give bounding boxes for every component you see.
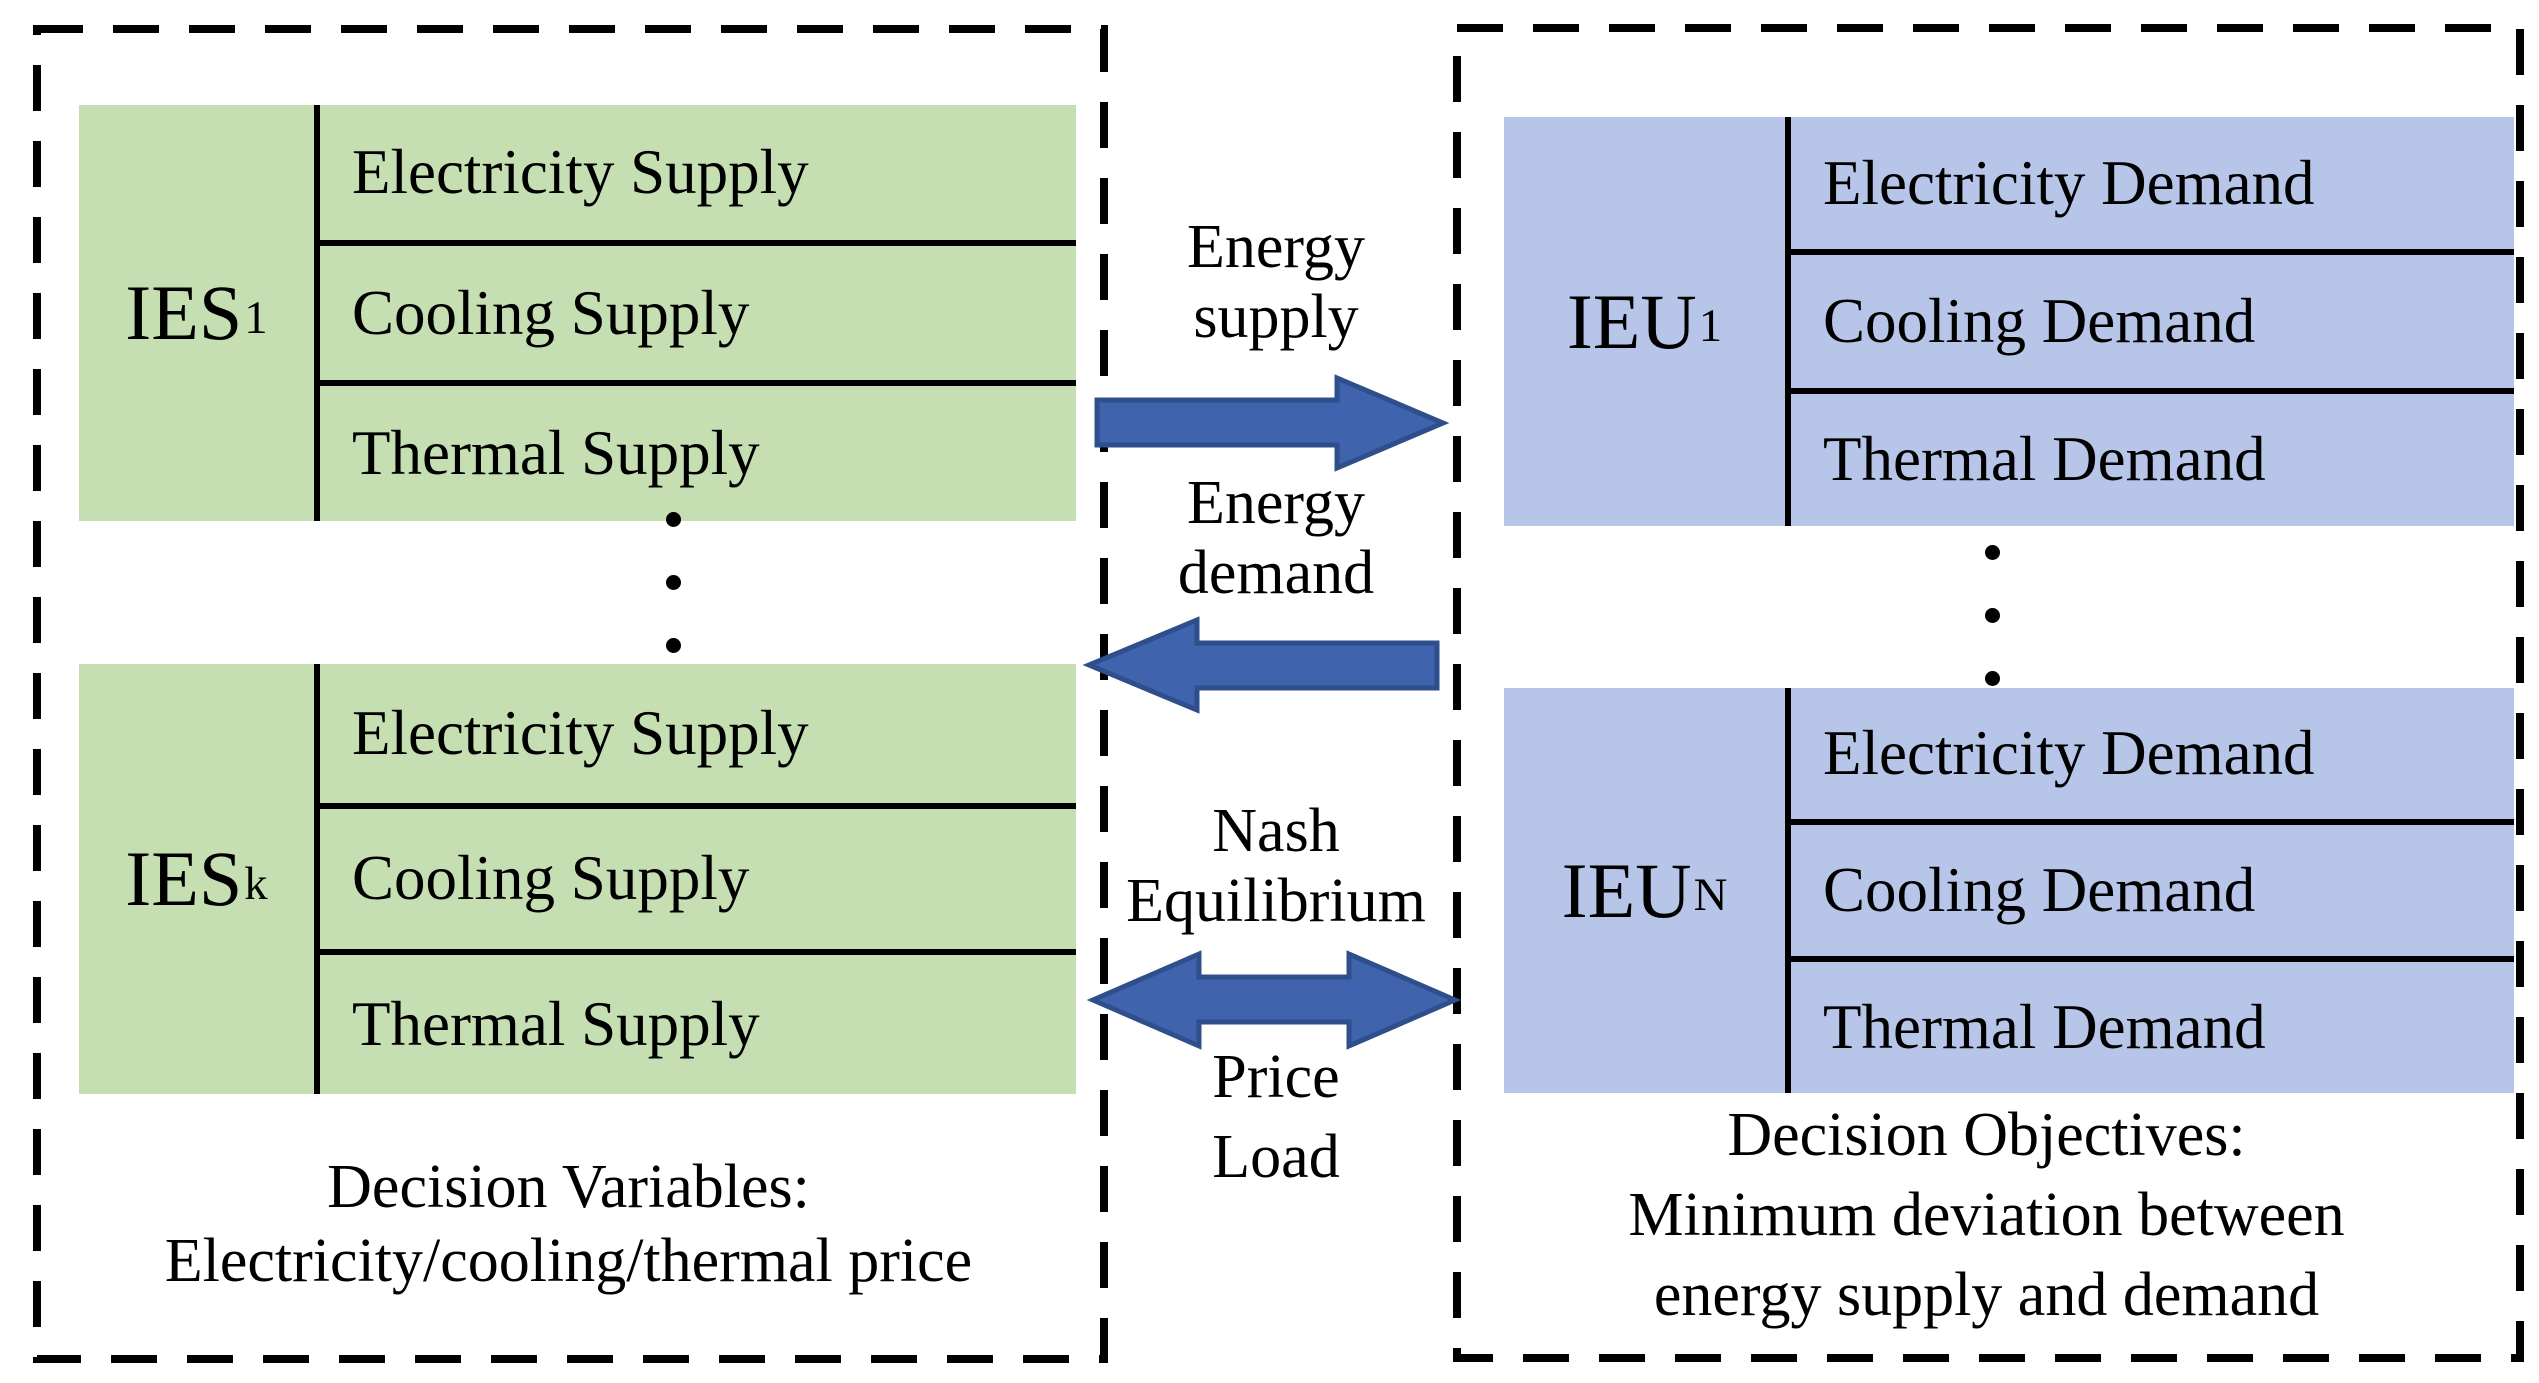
energy-demand-label-line: Energy	[1187, 469, 1365, 537]
supply-row: Cooling Supply	[320, 809, 1076, 955]
iesk-subscript: k	[244, 857, 268, 910]
users-caption-line: energy supply and demand	[1653, 1261, 2320, 1329]
energy-demand-label: Energy demand	[1090, 468, 1462, 608]
load-label: Load	[1090, 1122, 1462, 1192]
users-caption-line: Minimum deviation between	[1628, 1181, 2345, 1249]
energy-demand-arrow	[1082, 616, 1440, 714]
ellipsis-dot	[666, 575, 681, 590]
energy-supply-label: Energy supply	[1090, 212, 1462, 352]
ellipsis-dot	[666, 638, 681, 653]
nash-equilibrium-label-line: Equilibrium	[1126, 867, 1426, 935]
iesk-name: IES	[125, 835, 243, 922]
supply-row: Thermal Supply	[352, 418, 760, 489]
ieun-name: IEU	[1561, 846, 1692, 934]
ellipsis-dot	[1985, 545, 2000, 560]
ies1-rows: Electricity Supply Cooling Supply Therma…	[320, 105, 1076, 521]
ellipsis-dot	[1985, 608, 2000, 623]
supply-row: Electricity Supply	[320, 105, 1076, 246]
demand-row: Thermal Demand	[1823, 424, 2266, 495]
supply-row: Electricity Supply	[320, 664, 1076, 810]
ieu1-rows: Electricity Demand Cooling Demand Therma…	[1791, 117, 2514, 526]
suppliers-caption: Decision Variables: Electricity/cooling/…	[33, 1150, 1104, 1298]
ieu1-subscript: 1	[1698, 300, 1723, 353]
supply-row: Cooling Supply	[320, 246, 1076, 387]
energy-supply-label-line: Energy	[1187, 213, 1365, 281]
ieun-subscript: N	[1693, 869, 1728, 922]
iesk-rows: Electricity Supply Cooling Supply Therma…	[320, 664, 1076, 1094]
energy-demand-label-line: demand	[1177, 539, 1375, 607]
ellipsis-dot	[666, 512, 681, 527]
ieun-rows: Electricity Demand Cooling Demand Therma…	[1791, 688, 2514, 1093]
demand-row: Electricity Demand	[1791, 688, 2514, 825]
nash-equilibrium-label-line: Nash	[1212, 797, 1340, 865]
demand-row: Cooling Demand	[1791, 825, 2514, 962]
suppliers-dashed-border	[33, 25, 1108, 1363]
users-caption: Decision Objectives: Minimum deviation b…	[1453, 1095, 2520, 1335]
price-label: Price	[1090, 1042, 1462, 1112]
demand-row: Thermal Demand	[1823, 992, 2266, 1062]
energy-supply-label-line: supply	[1193, 283, 1359, 351]
energy-supply-arrow	[1094, 374, 1450, 472]
ellipsis-dot	[1985, 671, 2000, 686]
load-label-text: Load	[1212, 1123, 1340, 1191]
ies1-subscript: 1	[244, 291, 268, 344]
nash-equilibrium-arrow	[1086, 950, 1462, 1050]
users-caption-line: Decision Objectives:	[1727, 1101, 2246, 1169]
suppliers-caption-line: Decision Variables:	[327, 1153, 810, 1221]
demand-row: Electricity Demand	[1791, 117, 2514, 256]
nash-equilibrium-label: Nash Equilibrium	[1090, 796, 1462, 936]
price-label-text: Price	[1212, 1043, 1340, 1111]
supply-row: Thermal Supply	[352, 988, 760, 1059]
users-dashed-border	[1453, 24, 2524, 1362]
ieu1-name: IEU	[1566, 277, 1697, 365]
demand-row: Cooling Demand	[1791, 255, 2514, 394]
ies1-name: IES	[125, 269, 243, 356]
suppliers-caption-line: Electricity/cooling/thermal price	[164, 1227, 973, 1295]
